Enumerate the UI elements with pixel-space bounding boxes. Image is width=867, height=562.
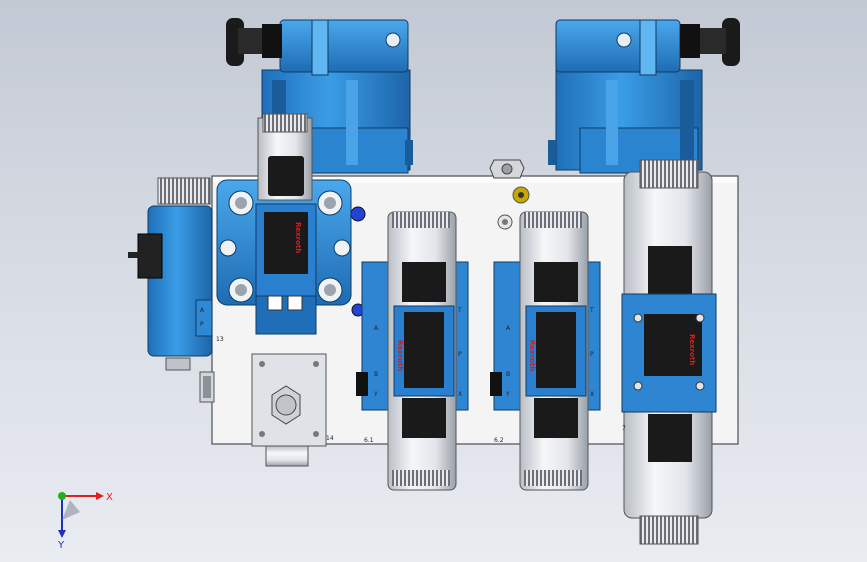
station-label-6-2: 6.2 xyxy=(494,437,504,444)
port-b-6-2: B xyxy=(506,371,510,378)
station-7-valve: Rexroth 7 xyxy=(621,159,717,545)
origin-dot xyxy=(58,492,66,500)
left-adjust-knob xyxy=(226,18,282,66)
port-t-6-2: T xyxy=(589,307,594,314)
port-x-6-1: X xyxy=(458,391,462,398)
coordinate-triad[interactable]: X Y xyxy=(57,492,113,551)
brand-label-7: Rexroth xyxy=(688,334,696,365)
x-axis-label: X xyxy=(106,492,113,503)
station-6-1-valve: Rexroth A B P T X Y 6.1 xyxy=(356,211,469,491)
station-label-7: 7 xyxy=(622,425,626,432)
station-label-13: 13 xyxy=(216,336,224,343)
port-a-6-1: A xyxy=(374,325,379,332)
station-14-cover-plate: 14 xyxy=(251,353,334,467)
block-port-label-a: A xyxy=(200,307,205,314)
brand-label-13: Rexroth xyxy=(294,222,302,253)
port-p-6-1: P xyxy=(458,351,462,358)
right-adjust-knob xyxy=(680,18,740,66)
port-p-6-2: P xyxy=(590,351,594,358)
station-label-6-1: 6.1 xyxy=(364,437,374,444)
top-plug-fittings xyxy=(350,159,530,317)
y-axis-label: Y xyxy=(57,540,65,551)
station-6-2-valve: Rexroth A B P T X Y 6.2 xyxy=(490,211,601,491)
block-port-label-p: P xyxy=(200,321,204,328)
port-b-6-1: B xyxy=(374,371,378,378)
port-t-6-1: T xyxy=(457,307,462,314)
station-13-valve: Rexroth 13 xyxy=(216,113,352,343)
right-relief-valve xyxy=(548,19,703,174)
port-y-6-1: Y xyxy=(373,391,378,398)
station-label-14: 14 xyxy=(326,435,334,442)
port-a-6-2: A xyxy=(506,325,511,332)
left-solenoid-valve: A P xyxy=(128,177,213,371)
port-y-6-2: Y xyxy=(505,391,510,398)
brand-label-6-2: Rexroth xyxy=(528,340,536,371)
port-x-6-2: X xyxy=(590,391,594,398)
side-fitting-left xyxy=(199,371,215,403)
brand-label-6-1: Rexroth xyxy=(396,340,404,371)
